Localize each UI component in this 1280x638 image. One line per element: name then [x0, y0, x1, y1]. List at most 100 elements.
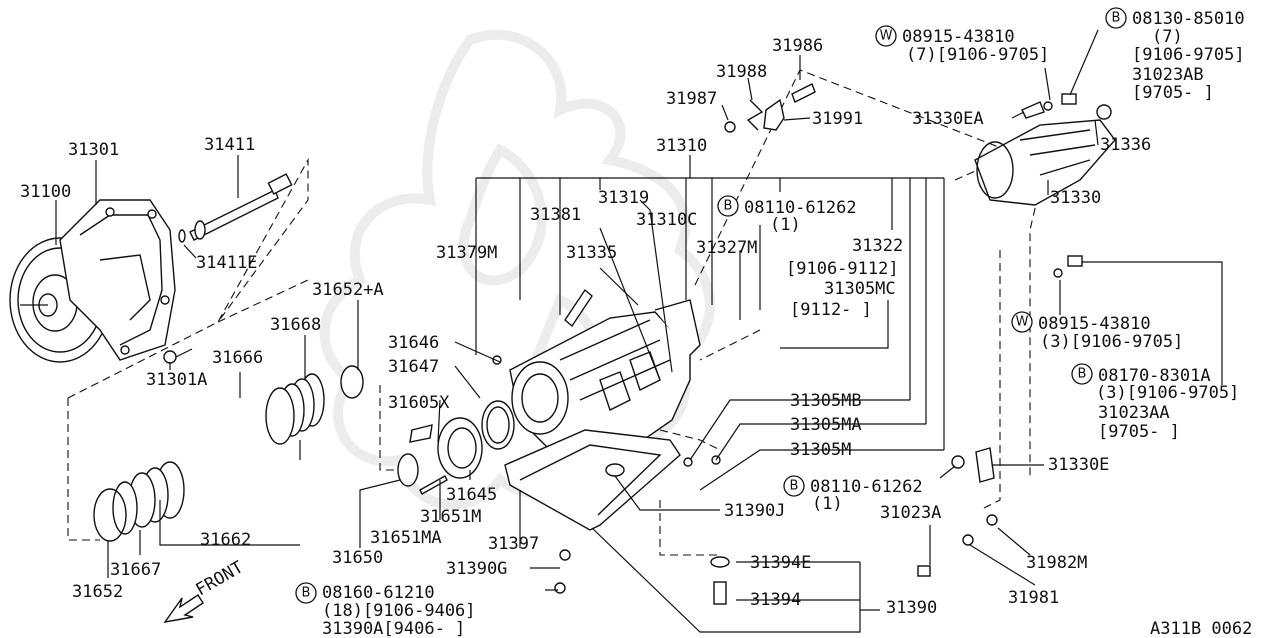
bolt-badge: B — [1105, 7, 1127, 29]
label-31650: 31650 — [332, 548, 383, 568]
front-arrow: FRONT — [163, 557, 247, 623]
svg-text:W: W — [1016, 315, 1029, 330]
label-08160-qty: (18)[9106-9406] — [322, 601, 476, 621]
bolt-badge: B — [1071, 363, 1093, 385]
label-31647: 31647 — [388, 357, 439, 377]
o-ring-31411E — [178, 229, 186, 243]
label-31100: 31100 — [20, 182, 71, 202]
label-31310C: 31310C — [636, 210, 697, 230]
label-08915-43810-b: 08915-43810 — [1038, 314, 1151, 334]
label-31330E: 31330E — [1048, 455, 1109, 475]
label-31411: 31411 — [204, 135, 255, 155]
label-31651MA: 31651MA — [370, 528, 442, 548]
label-31023AA: 31023AA — [1098, 403, 1170, 423]
assembly-dashed-lines — [67, 69, 1046, 556]
clip-31390G — [559, 549, 571, 561]
label-31023A: 31023A — [880, 503, 941, 523]
oil-pan — [504, 429, 721, 531]
svg-text:B: B — [1078, 367, 1087, 382]
label-31301A: 31301A — [146, 370, 207, 390]
svg-text:B: B — [302, 586, 311, 601]
label-31411E: 31411E — [196, 253, 257, 273]
label-08915-range-a: (7)[9106-9705] — [906, 45, 1049, 65]
label-31394: 31394 — [750, 590, 801, 610]
bolt-badge: B — [783, 475, 805, 497]
svg-text:B: B — [1112, 11, 1121, 26]
oil-pump — [397, 400, 515, 495]
svg-text:B: B — [790, 479, 799, 494]
label-31305MB: 31305MB — [790, 391, 862, 411]
label-08110-qty-b: (1) — [812, 494, 843, 514]
label-31379M: 31379M — [436, 243, 497, 263]
label-08170-8301A: 08170-8301A — [1098, 366, 1211, 386]
label-31327M: 31327M — [696, 238, 757, 258]
converter-housing — [59, 199, 176, 361]
label-31023AB: 31023AB — [1132, 65, 1204, 85]
label-31381: 31381 — [530, 205, 581, 225]
label-31668: 31668 — [270, 315, 321, 335]
label-31310: 31310 — [656, 136, 707, 156]
bolt-31390A — [554, 582, 566, 594]
label-31652A: 31652+A — [312, 280, 384, 300]
label-31986: 31986 — [772, 36, 823, 56]
label-08110-qty-a: (1) — [770, 215, 801, 235]
label-31319: 31319 — [598, 188, 649, 208]
drain-plug — [710, 556, 730, 605]
label-08915-43810-a: 08915-43810 — [902, 27, 1015, 47]
part-labels: 31301 31100 31411 31411E 31301A 31652+A … — [20, 9, 1252, 638]
bolt-31301A — [163, 348, 193, 364]
label-31390A: 31390A[9406- ] — [322, 619, 465, 638]
label-31335: 31335 — [566, 243, 617, 263]
label-08160-61210: 08160-61210 — [322, 583, 435, 603]
label-31645: 31645 — [446, 485, 497, 505]
label-31991: 31991 — [812, 109, 863, 129]
label-08130-range: [9106-9705] — [1132, 45, 1245, 65]
label-31982M: 31982M — [1026, 553, 1087, 573]
svg-text:W: W — [880, 29, 893, 44]
label-31652: 31652 — [72, 582, 123, 602]
label-31390J: 31390J — [724, 501, 785, 521]
label-31651M: 31651M — [420, 507, 481, 527]
leader-lines — [55, 29, 1223, 633]
label-31666: 31666 — [212, 348, 263, 368]
label-31336: 31336 — [1100, 135, 1151, 155]
label-08110-61262-a: 08110-61262 — [744, 198, 857, 218]
label-31667: 31667 — [110, 560, 161, 580]
washer-badge: W — [1011, 311, 1033, 333]
label-31390G: 31390G — [446, 559, 507, 579]
label-31023AB-range: [9705- ] — [1132, 83, 1214, 103]
label-08110-61262-b: 08110-61262 — [810, 477, 923, 497]
label-31322: 31322 — [852, 236, 903, 256]
speedometer-parts — [724, 83, 816, 133]
label-31987: 31987 — [666, 89, 717, 109]
label-31305M: 31305M — [790, 440, 851, 460]
label-31330EA: 31330EA — [912, 109, 984, 129]
label-08170-range: (3)[9106-9705] — [1096, 383, 1239, 403]
label-31390: 31390 — [886, 598, 937, 618]
label-31305MC-range: [9112- ] — [790, 300, 872, 320]
label-31305MC: 31305MC — [824, 279, 896, 299]
label-08915-range-b: (3)[9106-9705] — [1040, 332, 1183, 352]
label-31394E: 31394E — [750, 553, 811, 573]
label-31988: 31988 — [716, 62, 767, 82]
label-31330: 31330 — [1050, 188, 1101, 208]
clutch-plates — [93, 365, 364, 542]
front-label: FRONT — [193, 557, 247, 600]
label-31605X: 31605X — [388, 393, 450, 413]
washer-badge: W — [875, 25, 897, 47]
bolt-badge: B — [717, 195, 739, 217]
label-08130-85010: 08130-85010 — [1132, 9, 1245, 29]
label-31397: 31397 — [488, 534, 539, 554]
label-31023AA-range: [9705- ] — [1098, 422, 1180, 442]
transmission-case — [492, 288, 701, 471]
bolt-badge: B — [295, 582, 317, 604]
label-31305MA: 31305MA — [790, 415, 862, 435]
label-31662: 31662 — [200, 530, 251, 550]
svg-text:B: B — [724, 199, 733, 214]
label-08130-qty: (7) — [1152, 27, 1183, 47]
label-31301: 31301 — [68, 140, 119, 160]
label-31981: 31981 — [1008, 588, 1059, 608]
label-31322-range: [9106-9112] — [786, 259, 899, 279]
extension-housing — [917, 93, 1116, 577]
